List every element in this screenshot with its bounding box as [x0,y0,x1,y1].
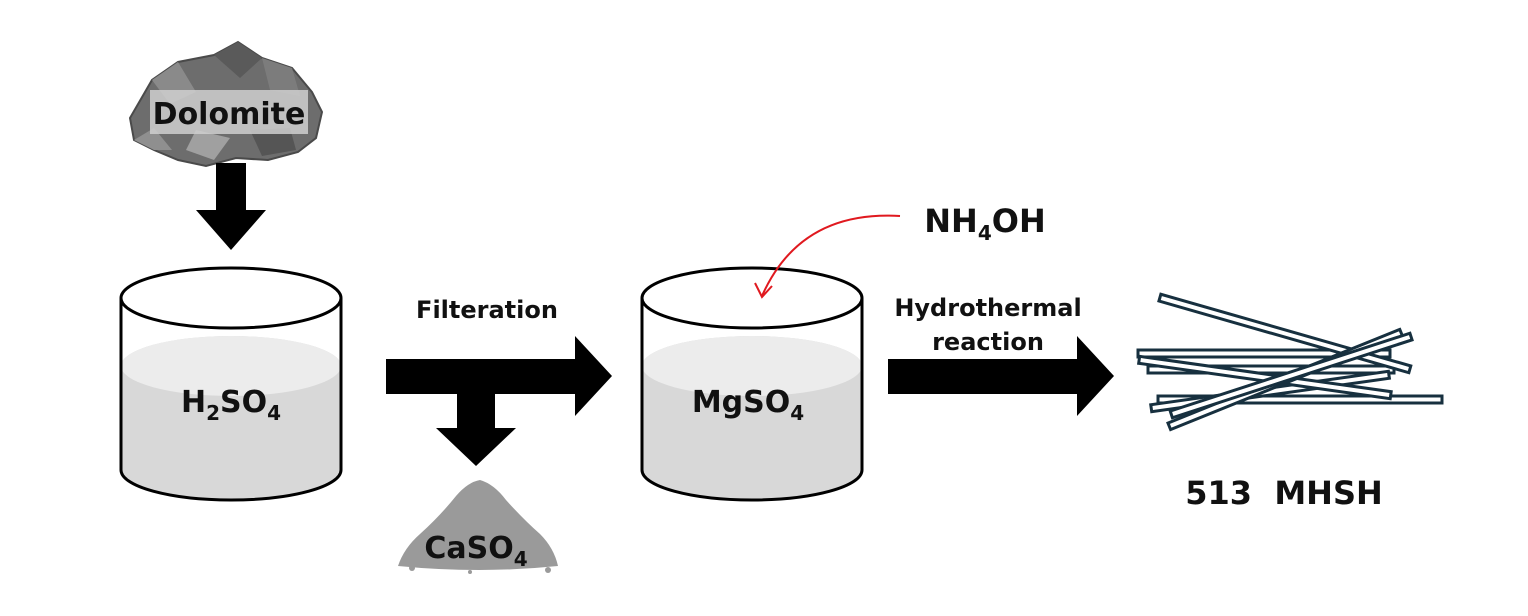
beaker-h2so4 [119,266,343,502]
mhsh-rods-icon [1136,292,1444,432]
filteration-label: Filteration [416,296,558,324]
nh4oh-label: NH4OH [924,202,1045,245]
beaker-mgso4 [640,266,864,502]
nh4oh-arrowhead-icon [754,282,773,299]
hydrothermal-label-line2: reaction [932,328,1044,356]
dolomite-label: Dolomite [153,97,306,132]
hydrothermal-arrow-icon [888,336,1114,416]
product-label: 513 MHSH [1185,474,1383,512]
caso4-powder-icon [398,480,558,574]
filtration-arrow-icon [386,336,612,416]
mgso4-label: MgSO4 [692,385,804,425]
hydrothermal-label-line1: Hydrothermal [894,294,1081,322]
down-arrow-icon [196,163,266,250]
caso4-down-arrow-icon [436,394,516,466]
caso4-label: CaSO4 [424,531,527,571]
dolomite-rock-icon [128,40,324,168]
h2so4-label: H2SO4 [181,385,281,425]
nh4oh-addition-arrow-icon [761,214,901,297]
